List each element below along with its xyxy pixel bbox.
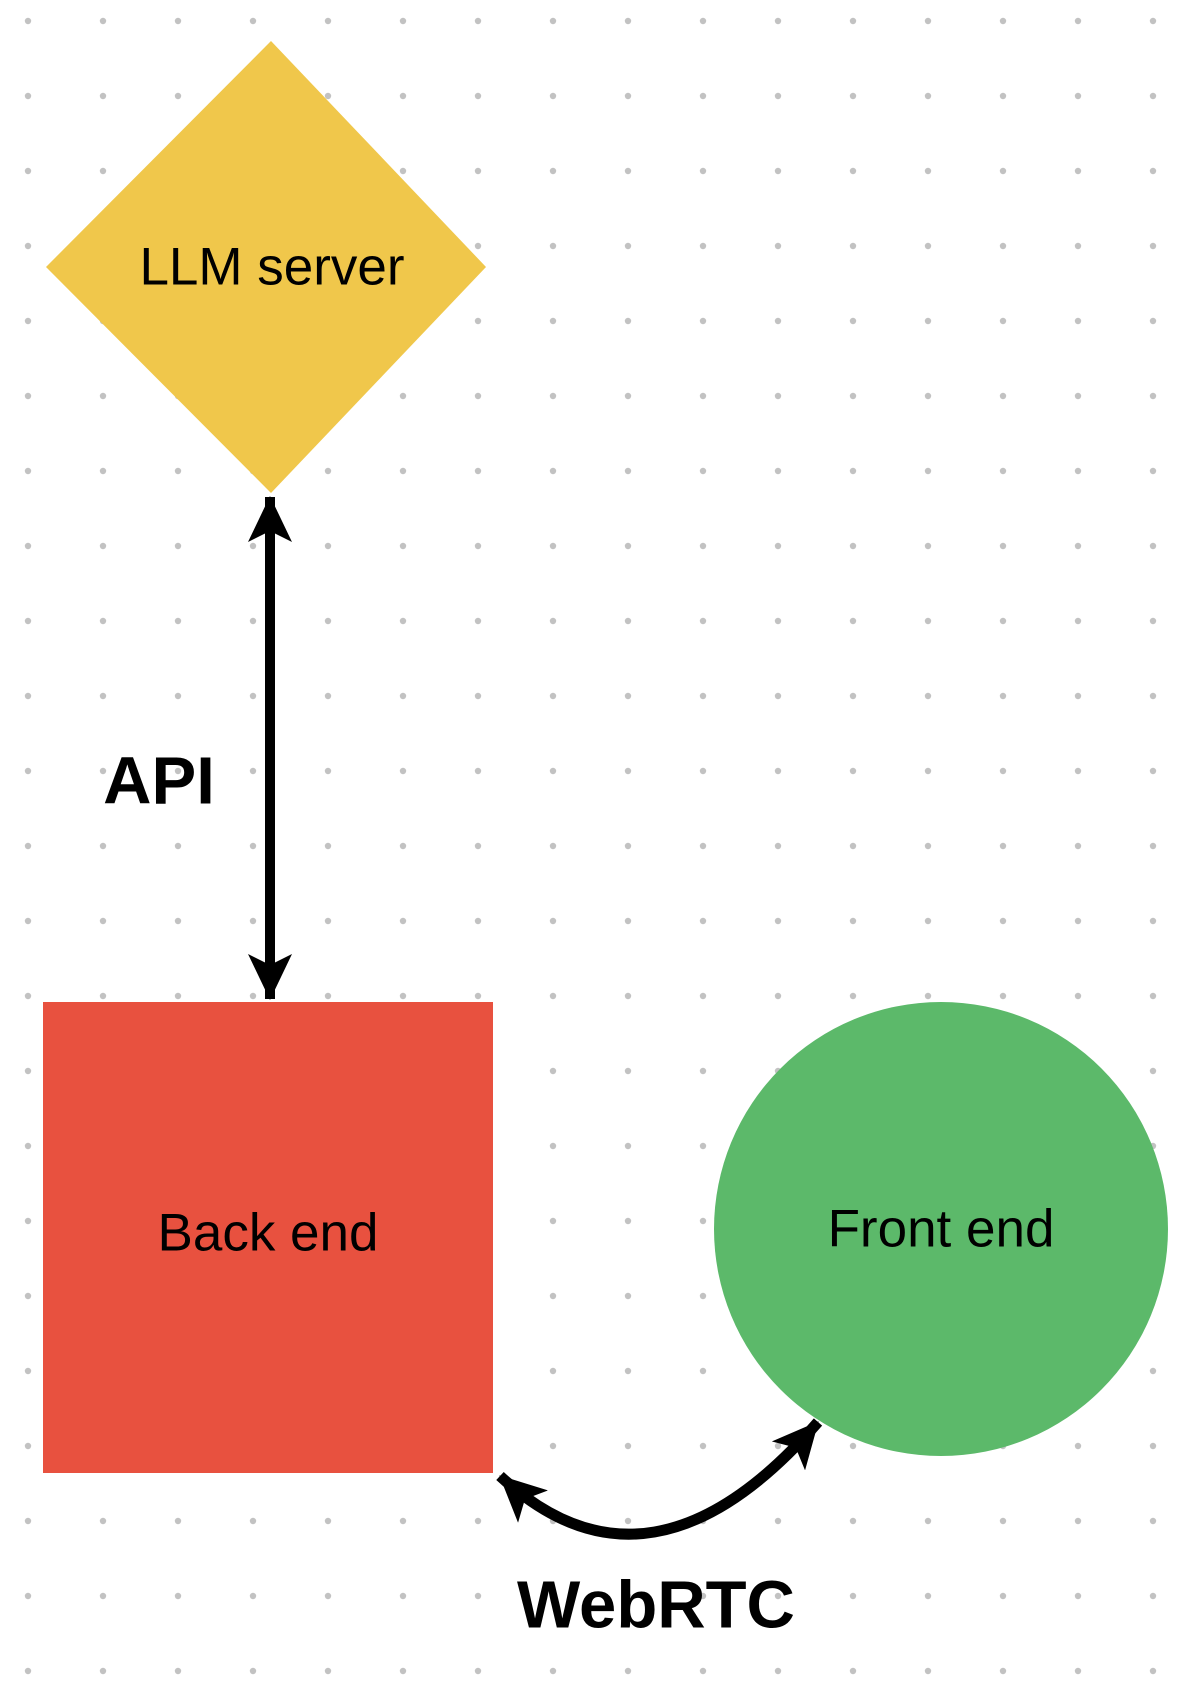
back-end-label: Back end bbox=[158, 1204, 379, 1263]
back-end-square[interactable] bbox=[43, 1002, 493, 1473]
llm-server-label: LLM server bbox=[139, 238, 404, 297]
front-end-label: Front end bbox=[828, 1200, 1055, 1259]
front-end-circle[interactable] bbox=[714, 1002, 1168, 1456]
api-label: API bbox=[103, 744, 215, 819]
llm-server-diamond[interactable] bbox=[46, 41, 486, 493]
webrtc-label: WebRTC bbox=[517, 1568, 795, 1643]
webrtc-arrow[interactable] bbox=[496, 1418, 823, 1540]
